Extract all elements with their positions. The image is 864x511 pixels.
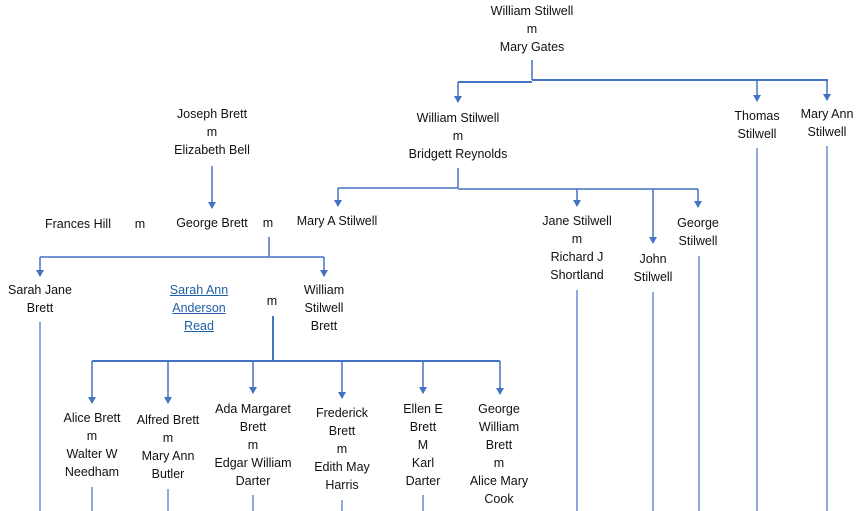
person-name-line: Brett	[485, 438, 513, 452]
person-name-line: Mary Ann	[800, 107, 854, 121]
spouse-name-line: Richard J	[550, 250, 604, 264]
node-george-stilwell: George Stilwell	[677, 214, 719, 250]
marriage-label: m	[452, 129, 464, 143]
spouse-name-line: Shortland	[550, 268, 604, 282]
person-name-line: Stilwell	[678, 234, 718, 248]
person-name: Alfred Brett	[136, 413, 200, 427]
spouse-name-line: Butler	[151, 467, 185, 481]
spouse-name: Mary Gates	[499, 40, 565, 54]
person-name-line: Frederick	[315, 406, 369, 420]
spouse-name-line: Darter	[235, 474, 271, 488]
person-name: Joseph Brett	[176, 107, 248, 121]
spouse-name: Bridgett Reynolds	[408, 147, 508, 161]
node-sarah-jane-brett: Sarah Jane Brett	[8, 281, 72, 317]
person-name-line: Stilwell	[633, 270, 673, 284]
node-mary-a-stilwell: Mary A Stilwell	[297, 212, 378, 230]
marriage-label-frances-george: m	[134, 217, 146, 231]
person-name: Mary A Stilwell	[296, 214, 378, 228]
marriage-label: m	[526, 22, 538, 36]
node-frances-hill: Frances Hill	[45, 215, 111, 233]
person-link-line[interactable]: Sarah Ann	[169, 283, 229, 297]
spouse-name-line: Alice Mary	[469, 474, 529, 488]
person-name: Alice Brett	[63, 411, 121, 425]
node-ada-margaret-brett-edgar-darter: Ada Margaret Brett m Edgar William Darte…	[214, 400, 291, 490]
spouse-name-line: Walter W	[66, 447, 118, 461]
marriage-label: m	[162, 431, 174, 445]
node-alfred-brett-mary-ann-butler: Alfred Brett m Mary Ann Butler	[137, 411, 200, 483]
node-george-william-brett-alice-cook: George William Brett m Alice Mary Cook	[470, 400, 528, 508]
spouse-name-line: Karl	[411, 456, 435, 470]
spouse-name-line: Edith May	[314, 460, 370, 474]
person-name-line: Sarah Jane	[8, 283, 72, 297]
person-name-line: William	[478, 420, 520, 434]
connector-root-bar	[458, 79, 828, 83]
marriage-label-sarah-ann-william: m	[266, 294, 278, 308]
node-william-stilwell-bridgett-reynolds: William Stilwell m Bridgett Reynolds	[409, 109, 508, 163]
spouse-name-line: Harris	[325, 478, 359, 492]
person-name: William Stilwell	[490, 4, 574, 18]
spouse-name: Elizabeth Bell	[174, 143, 250, 157]
node-alice-brett-walter-needham: Alice Brett m Walter W Needham	[64, 409, 121, 481]
marriage-label-george-mary-a: m	[262, 216, 274, 230]
person-link-line[interactable]: Anderson	[172, 301, 226, 315]
person-name-line: Brett	[328, 424, 356, 438]
spouse-name-line: Darter	[405, 474, 441, 488]
person-link-line[interactable]: Read	[184, 319, 214, 333]
marriage-label: m	[86, 429, 98, 443]
spouse-name-line: Mary Ann	[141, 449, 195, 463]
person-name-line: Brett	[239, 420, 267, 434]
node-jane-stilwell-richard-shortland: Jane Stilwell m Richard J Shortland	[542, 212, 611, 284]
person-name-line: George	[677, 216, 719, 230]
marriage-label: m	[247, 438, 259, 452]
marriage-label: m	[571, 232, 583, 246]
person-name-line: William	[303, 283, 345, 297]
person-name: William Stilwell	[416, 111, 500, 125]
node-sarah-ann-anderson-read-link[interactable]: Sarah Ann Anderson Read	[170, 281, 228, 335]
spouse-name-line: Edgar William	[214, 456, 292, 470]
spouse-name-line: Needham	[64, 465, 120, 479]
node-thomas-stilwell: Thomas Stilwell	[734, 107, 779, 143]
person-name-line: Brett	[310, 319, 338, 333]
node-frederick-brett-edith-harris: Frederick Brett m Edith May Harris	[314, 404, 370, 494]
person-name-line: George	[478, 402, 520, 416]
node-william-stilwell-brett: William Stilwell Brett	[304, 281, 344, 335]
person-name-line: Ellen E	[403, 402, 443, 416]
person-name: George Brett	[176, 216, 248, 230]
node-joseph-brett-elizabeth-bell: Joseph Brett m Elizabeth Bell	[174, 105, 250, 159]
person-name-line: Brett	[409, 420, 437, 434]
person-name-line: Stilwell	[304, 301, 344, 315]
node-william-stilwell-mary-gates: William Stilwell m Mary Gates	[491, 2, 574, 56]
person-name-line: Stilwell	[807, 125, 847, 139]
person-name: Jane Stilwell	[542, 214, 612, 228]
person-name: Frances Hill	[45, 217, 111, 231]
person-name-line: Ada Margaret	[215, 402, 291, 416]
marriage-label: M	[417, 438, 429, 452]
marriage-label: m	[206, 125, 218, 139]
spouse-name-line: Cook	[484, 492, 514, 506]
person-name-line: John	[639, 252, 667, 266]
person-name-line: Brett	[26, 301, 54, 315]
person-name-line: Thomas	[734, 109, 780, 123]
connector-bridgett-bar	[338, 187, 698, 190]
node-george-brett: George Brett	[176, 214, 248, 232]
person-name-line: Stilwell	[737, 127, 777, 141]
node-mary-ann-stilwell: Mary Ann Stilwell	[801, 105, 854, 141]
node-ellen-brett-karl-darter: Ellen E Brett M Karl Darter	[403, 400, 443, 490]
marriage-label: m	[493, 456, 505, 470]
node-john-stilwell: John Stilwell	[634, 250, 673, 286]
marriage-label: m	[336, 442, 348, 456]
